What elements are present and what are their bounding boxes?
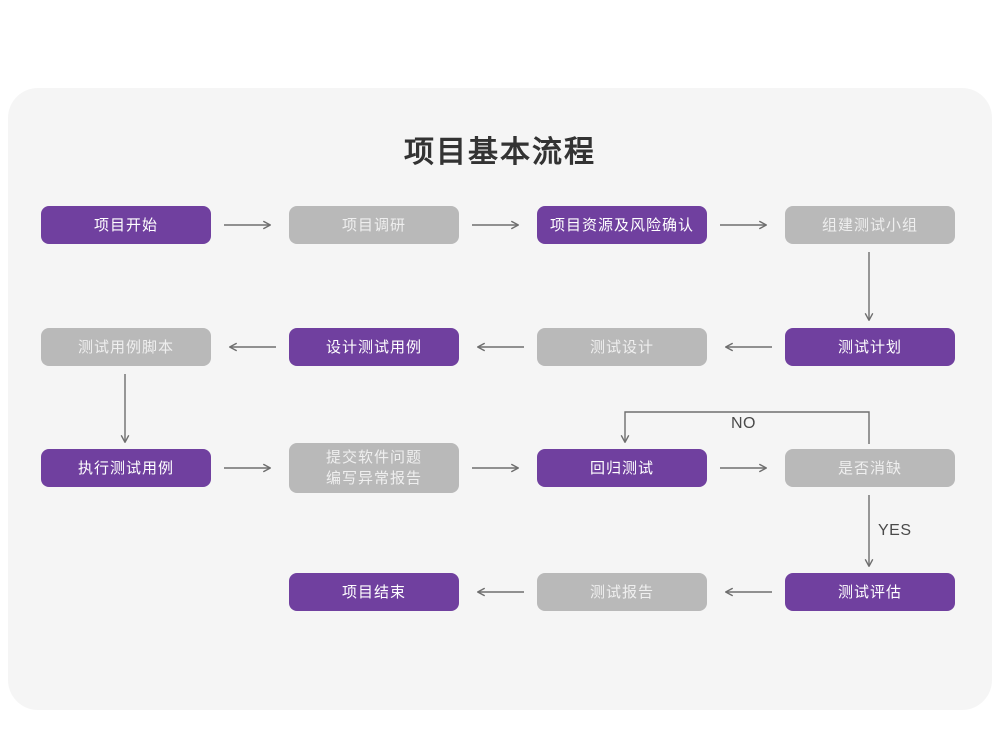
node-execute-test-cases[interactable]: 执行测试用例 bbox=[41, 449, 211, 487]
node-test-evaluation[interactable]: 测试评估 bbox=[785, 573, 955, 611]
node-submit-issues-report[interactable]: 提交软件问题 编写异常报告 bbox=[289, 443, 459, 493]
node-project-end[interactable]: 项目结束 bbox=[289, 573, 459, 611]
edge-label-yes: YES bbox=[878, 522, 912, 539]
flowchart-card bbox=[8, 88, 992, 710]
edge-label-no: NO bbox=[731, 415, 756, 432]
node-project-research[interactable]: 项目调研 bbox=[289, 206, 459, 244]
node-form-test-team[interactable]: 组建测试小组 bbox=[785, 206, 955, 244]
node-resource-risk-confirm[interactable]: 项目资源及风险确认 bbox=[537, 206, 707, 244]
node-regression-test[interactable]: 回归测试 bbox=[537, 449, 707, 487]
node-test-design[interactable]: 测试设计 bbox=[537, 328, 707, 366]
node-design-test-cases[interactable]: 设计测试用例 bbox=[289, 328, 459, 366]
node-defects-cleared[interactable]: 是否消缺 bbox=[785, 449, 955, 487]
page-title: 项目基本流程 bbox=[404, 136, 596, 169]
node-test-report[interactable]: 测试报告 bbox=[537, 573, 707, 611]
node-test-case-script[interactable]: 测试用例脚本 bbox=[41, 328, 211, 366]
node-test-plan[interactable]: 测试计划 bbox=[785, 328, 955, 366]
node-project-start[interactable]: 项目开始 bbox=[41, 206, 211, 244]
